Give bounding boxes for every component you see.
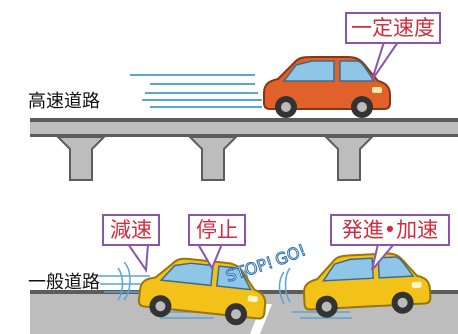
- orange-car-icon: [263, 56, 391, 118]
- highway-pillar: [187, 136, 239, 181]
- decelerate-bubble: 減速: [102, 214, 160, 246]
- bubble-pointer: [371, 243, 395, 271]
- go-callout: GO!: [272, 240, 308, 269]
- bubble-pointer: [127, 243, 149, 273]
- bubble-pointer: [197, 243, 223, 271]
- speed-lines-icon: [130, 74, 262, 108]
- highway-pillar: [55, 136, 107, 181]
- highway-pillar: [323, 136, 375, 181]
- local-road-label: 一般道路: [28, 272, 100, 293]
- stop-bubble: 停止: [188, 214, 246, 246]
- bubble-pointer: [371, 41, 399, 81]
- highway-road: [30, 118, 458, 137]
- highway-label: 高速道路: [28, 91, 100, 112]
- yellow-car-icon: [137, 253, 271, 326]
- constant-speed-bubble: 一定速度: [345, 12, 441, 44]
- yellow-car-icon: [301, 250, 432, 318]
- start-accelerate-bubble: 発進•加速: [330, 214, 450, 246]
